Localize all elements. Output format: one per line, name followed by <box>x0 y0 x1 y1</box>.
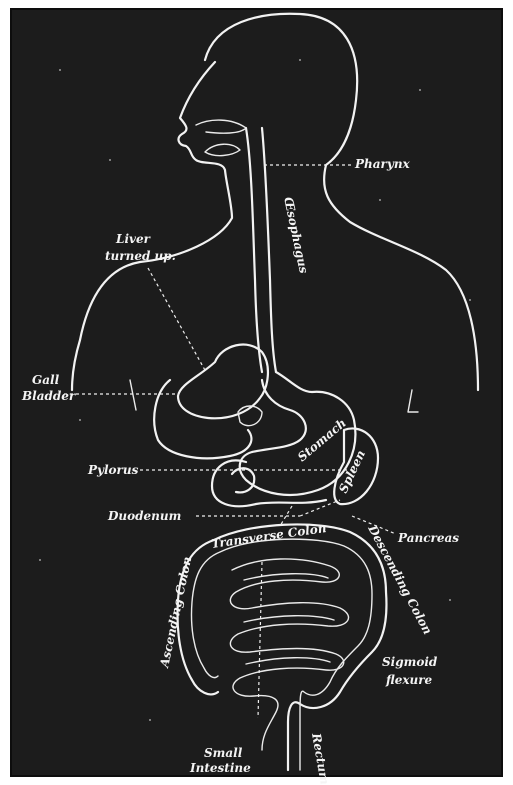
label-ascending-colon: Ascending Colon <box>157 555 194 669</box>
label-sigmoid-line1: Sigmoid <box>382 655 438 669</box>
arm-crease-right <box>408 390 418 412</box>
colon-outer <box>178 524 387 770</box>
label-gall-line1: Gall <box>32 373 60 387</box>
label-gall-line2: Bladder <box>21 389 77 403</box>
label-duodenum: Duodenum <box>107 509 181 523</box>
leader-lines <box>64 165 396 718</box>
label-pylorus: Pylorus <box>87 463 139 477</box>
label-rectum: Rectum <box>309 731 332 785</box>
label-small-line1: Small <box>204 746 243 760</box>
body-outline <box>72 14 478 390</box>
label-pharynx: Pharynx <box>354 157 411 171</box>
liver-lower-lobe <box>154 380 251 458</box>
mouth-cavity <box>196 120 246 156</box>
label-liver-line2: turned up. <box>105 249 176 263</box>
label-pancreas: Pancreas <box>397 531 459 545</box>
label-spleen: Spleen <box>336 448 368 495</box>
label-small-line2: Intestine <box>189 761 251 775</box>
label-stomach: Stomach <box>295 416 349 464</box>
small-intestine <box>230 559 348 750</box>
label-oesophagus: Œsophagus <box>281 196 311 275</box>
arm-crease-left <box>130 380 136 410</box>
label-sigmoid-line2: flexure <box>385 673 433 687</box>
label-liver-line1: Liver <box>115 232 152 246</box>
duodenum <box>212 460 326 506</box>
